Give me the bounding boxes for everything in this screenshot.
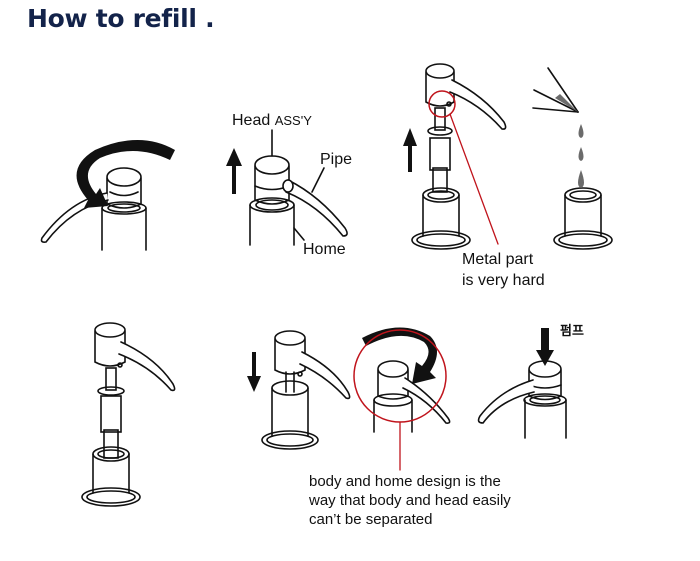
step-3-refill [532, 67, 613, 250]
up-arrow-icon [226, 148, 242, 194]
rotate-arrow-icon [362, 327, 437, 384]
label-pump-korean: 펌프 [560, 324, 584, 339]
liquid-drop [578, 124, 584, 138]
caption-line-1: body and home design is the [309, 473, 501, 490]
step-6-press [477, 328, 567, 439]
step-4-exploded [81, 322, 176, 507]
caption: body and home design is the way that bod… [309, 472, 511, 529]
up-arrow-icon [403, 128, 417, 172]
label-metal-part-2: is very hard [462, 272, 545, 289]
step-2-lift [226, 129, 348, 246]
page-title: How to refill . [27, 4, 215, 33]
liquid-drop [578, 147, 584, 161]
label-assy: ASS'Y [274, 113, 312, 128]
rotate-arrow-icon [76, 140, 175, 208]
caption-line-2: way that body and head easily [309, 492, 511, 509]
step-5-insert [247, 330, 351, 450]
label-metal-part-1: Metal part [462, 251, 534, 268]
label-pipe: Pipe [320, 151, 353, 168]
step-3-pull-out [403, 63, 507, 250]
metal-part-highlight [428, 90, 456, 118]
liquid-drop [578, 170, 584, 188]
label-head: Head [232, 112, 271, 129]
down-arrow-icon [247, 352, 261, 392]
label-head-assy: Head ASS'Y [232, 111, 312, 130]
caption-line-3: can’t be separated [309, 511, 433, 528]
step-5-rotate [353, 327, 451, 471]
down-arrow-icon [536, 328, 554, 366]
label-home: Home [303, 241, 346, 258]
step-1-rotate [40, 140, 175, 251]
